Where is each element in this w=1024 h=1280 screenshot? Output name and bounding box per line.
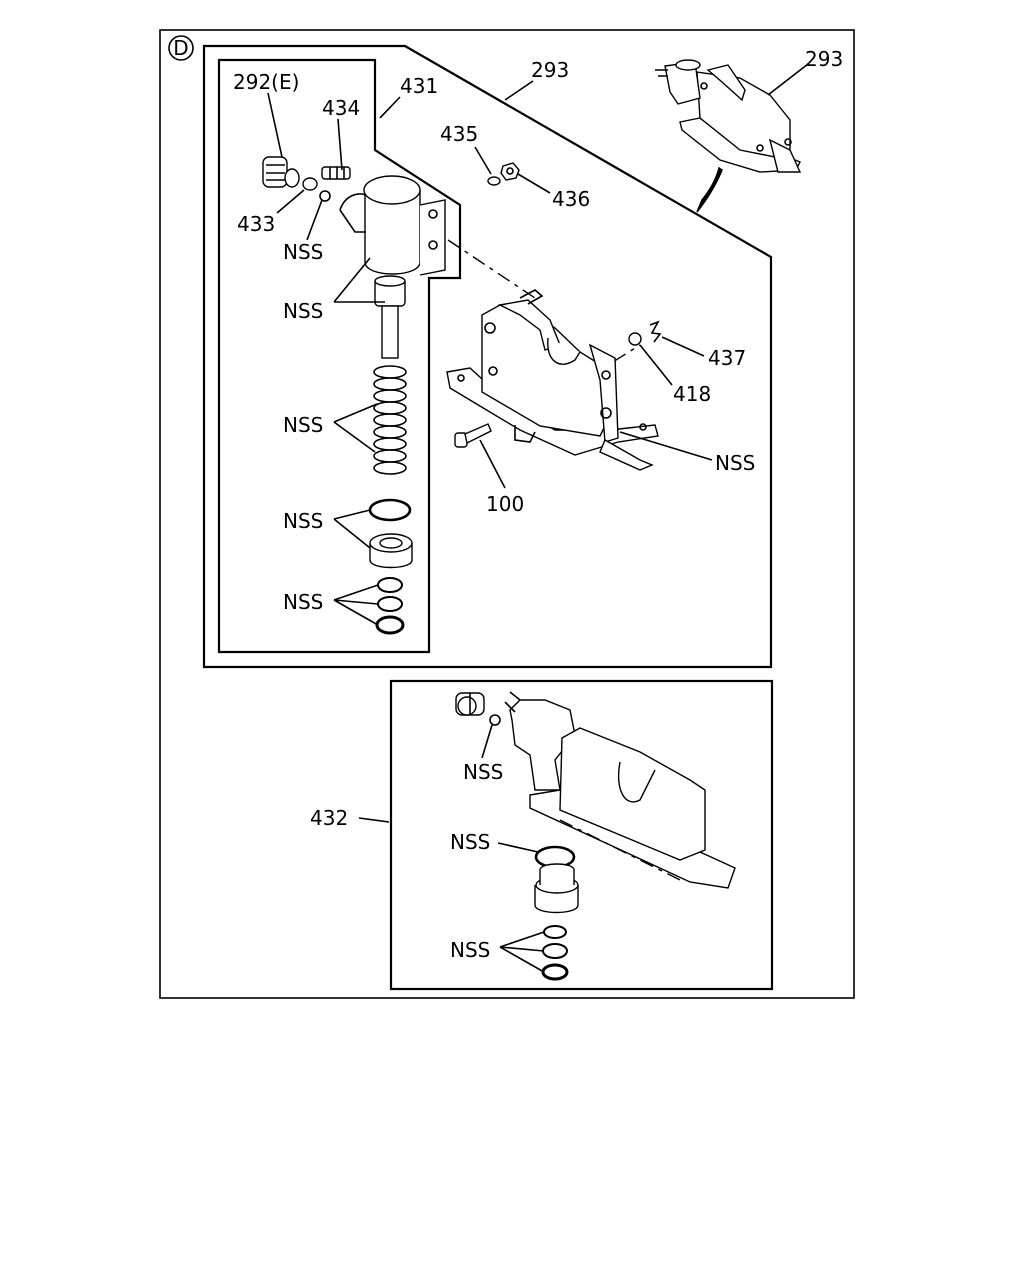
label-100: 100 <box>486 492 524 516</box>
label-nss-1: NSS <box>283 240 323 264</box>
assembly-arrow <box>696 166 723 213</box>
assembly-432-ring-3 <box>541 963 569 981</box>
label-nss-3: NSS <box>283 413 323 437</box>
spring <box>373 365 407 475</box>
label-nss-5: NSS <box>283 590 323 614</box>
small-ring-3 <box>375 615 405 635</box>
nut-433 <box>302 177 318 191</box>
label-434: 434 <box>322 96 360 120</box>
large-oring <box>368 498 412 522</box>
assembly-432-fitting <box>455 692 485 716</box>
small-ring-2 <box>377 596 403 612</box>
label-nss-4: NSS <box>283 509 323 533</box>
label-292e: 292(E) <box>233 70 299 94</box>
label-nss-6: NSS <box>715 451 755 475</box>
assembly-432-box <box>389 679 774 991</box>
piston <box>374 275 406 359</box>
label-431: 431 <box>400 74 438 98</box>
assembly-axis-dashed <box>447 239 536 299</box>
label-432: 432 <box>310 806 348 830</box>
nut-436 <box>500 162 520 181</box>
assembly-432-ring-1 <box>543 925 567 939</box>
clip-437 <box>649 320 662 343</box>
label-nss-7: NSS <box>463 760 503 784</box>
label-293-thumbnail: 293 <box>805 47 843 71</box>
washer-435 <box>487 176 501 186</box>
label-436: 436 <box>552 187 590 211</box>
screw-434 <box>321 166 351 180</box>
section-marker: D <box>168 35 194 61</box>
small-ring-1 <box>377 577 403 593</box>
label-437: 437 <box>708 346 746 370</box>
washer-418 <box>628 332 642 346</box>
assembly-432-ring-2 <box>542 943 568 959</box>
small-oring <box>319 190 331 202</box>
assembly-293-outline <box>202 44 773 669</box>
label-293-main: 293 <box>531 58 569 82</box>
label-nss-2: NSS <box>283 299 323 323</box>
label-418: 418 <box>673 382 711 406</box>
outer-frame <box>159 29 855 999</box>
assembly-431-outline <box>217 58 462 654</box>
bracket-assembly <box>446 289 659 471</box>
label-nss-9: NSS <box>450 938 490 962</box>
label-435: 435 <box>440 122 478 146</box>
assembly-432-plug <box>534 863 579 914</box>
cylinder-body-431 <box>339 175 446 276</box>
fitting-292e <box>262 156 300 188</box>
label-nss-8: NSS <box>450 830 490 854</box>
label-433: 433 <box>237 212 275 236</box>
section-marker-letter: D <box>173 36 188 60</box>
assembly-432-body <box>504 691 736 889</box>
assembly-432-small-oring <box>489 714 501 726</box>
bolt-100 <box>454 423 492 448</box>
assembly-293-thumbnail <box>655 59 802 173</box>
leader-lines <box>267 63 809 973</box>
guide-plug <box>369 533 413 569</box>
